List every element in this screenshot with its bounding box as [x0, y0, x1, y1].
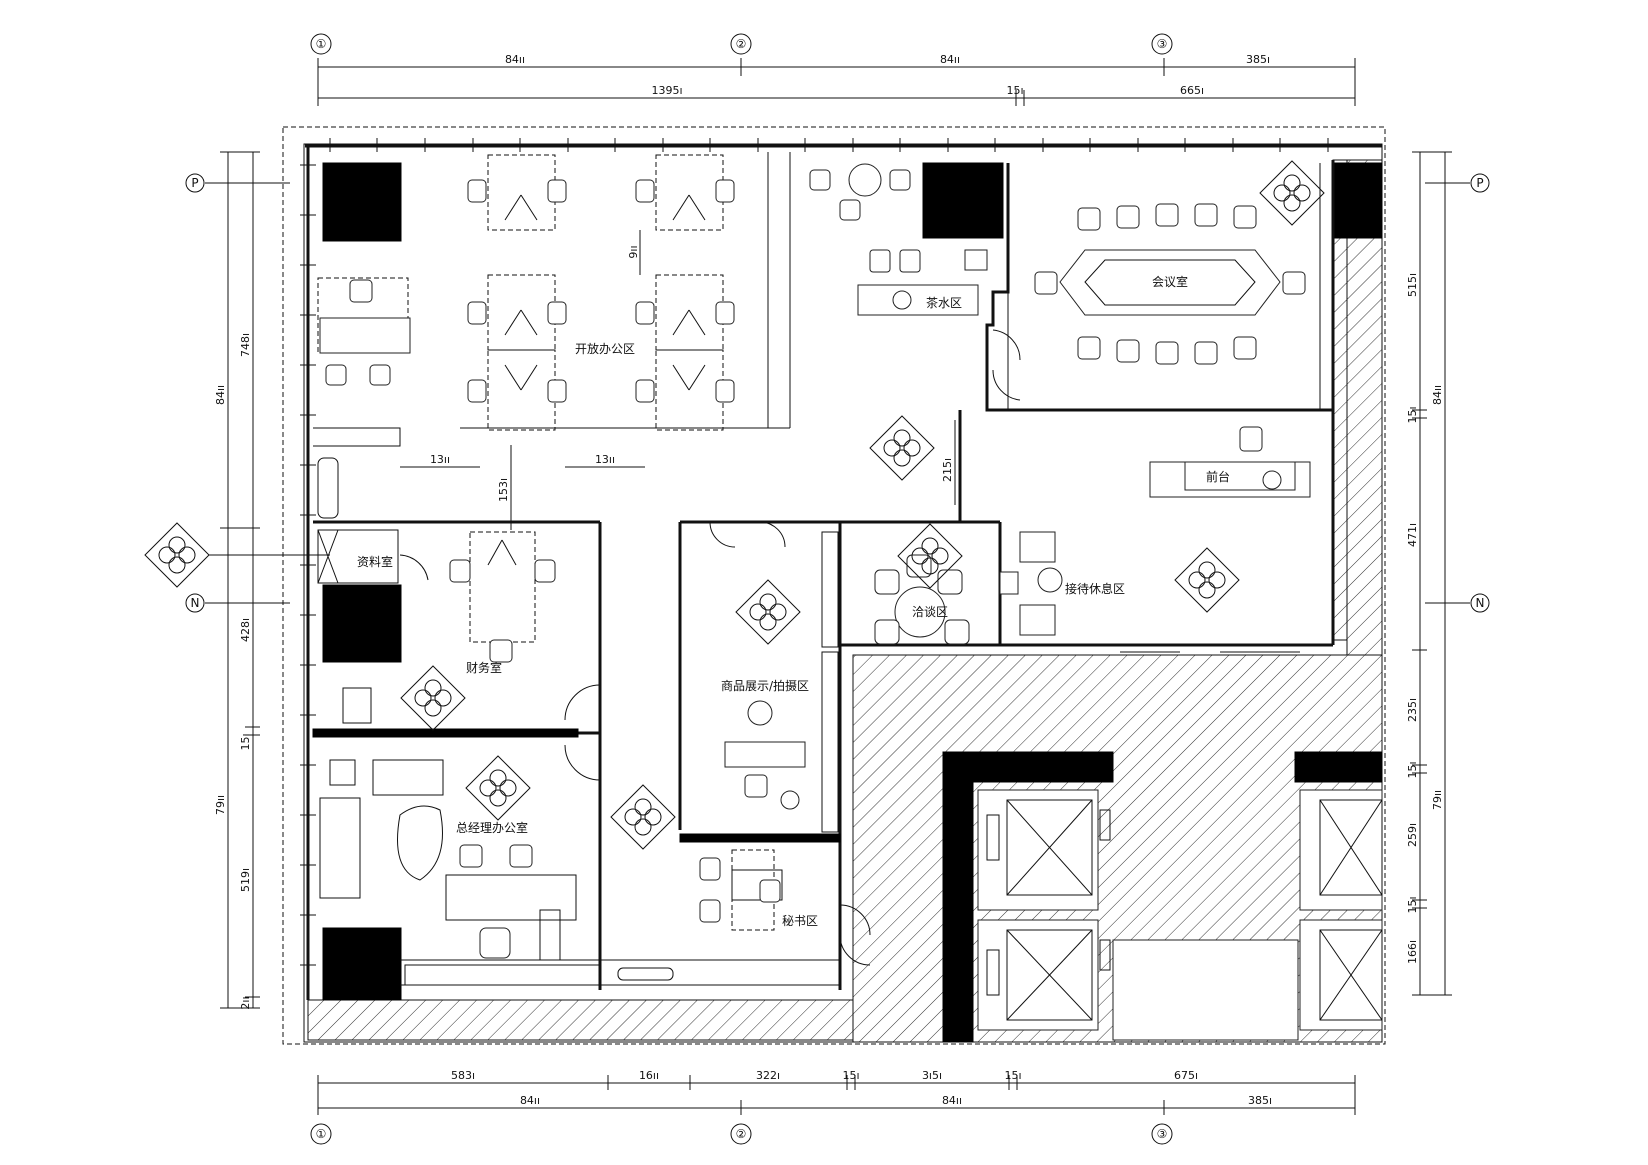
dim-bottom2-c: 385ı — [1248, 1094, 1272, 1107]
grid-row-p-left: P — [191, 176, 198, 190]
dim-internal-c: 9ıı — [627, 245, 640, 258]
dim-internal-a: 13ıı — [430, 453, 450, 466]
label-meeting: 会议室 — [1152, 274, 1188, 289]
grid-col-3-bottom: ③ — [1157, 1127, 1168, 1141]
dim-bottom2-a: 84ıı — [520, 1094, 540, 1107]
grid-bubbles-top: ① ② ③ — [310, 33, 1173, 55]
dim-bottom1-c: 322ı — [756, 1069, 780, 1082]
right-dimensions: 515ı 15ı 471ı 235ı 15ı 259ı 15ı 166ı 84ı… — [1406, 151, 1490, 996]
grid-row-n-left: N — [191, 596, 200, 610]
dim-right-inner-h: 166ı — [1406, 940, 1419, 964]
dim-top2-b: 15ı — [1006, 84, 1023, 97]
dim-bottom1-a: 583ı — [451, 1069, 475, 1082]
label-display: 商品展示/拍摄区 — [721, 678, 809, 693]
dim-top1-a: 84ıı — [505, 53, 525, 66]
dim-right-inner-f: 259ı — [1406, 823, 1419, 847]
dim-right-inner-a: 515ı — [1406, 273, 1419, 297]
label-finance: 财务室 — [466, 660, 502, 675]
label-open-office: 开放办公区 — [575, 341, 635, 356]
grid-col-2-top: ② — [736, 37, 747, 51]
open-office-furniture: 13ıı 13ıı 9ıı 153ı 215ı — [317, 154, 956, 530]
dim-bottom1-f: 15ı — [1004, 1069, 1021, 1082]
dim-top1-c: 385ı — [1246, 53, 1270, 66]
dim-bottom2-b: 84ıı — [942, 1094, 962, 1107]
dim-bottom1-g: 675ı — [1174, 1069, 1198, 1082]
dim-right-inner-c: 471ı — [1406, 523, 1419, 547]
dim-bottom1-e: 3ı5ı — [922, 1069, 942, 1082]
dim-right-outer-b: 79ıı — [1431, 790, 1444, 810]
dim-bottom1-d: 15ı — [842, 1069, 859, 1082]
elevator-core — [942, 751, 1383, 1043]
dim-internal-b: 13ıı — [595, 453, 615, 466]
dim-top2-c: 665ı — [1180, 84, 1204, 97]
label-archive: 资料室 — [357, 554, 393, 569]
grid-col-1-bottom: ① — [316, 1127, 327, 1141]
dim-left-outer-a: 84ıı — [214, 385, 227, 405]
pantry-meeting-furniture — [809, 163, 1306, 365]
dim-left-inner-a: 748ı — [239, 333, 252, 357]
columns — [322, 162, 1383, 1001]
dim-right-inner-e: 15ı — [1406, 761, 1419, 778]
dim-left-outer-b: 79ıı — [214, 795, 227, 815]
room-labels: 开放办公区 茶水区 会议室 前台 接待休息区 洽谈区 资料室 财务室 总经理办公… — [357, 274, 1230, 928]
left-rooms-furniture — [317, 529, 601, 986]
dim-internal-d: 153ı — [497, 478, 510, 502]
dim-top1-b: 84ıı — [940, 53, 960, 66]
grid-bubbles-bottom: ① ② ③ — [310, 1123, 1173, 1145]
dim-bottom1-b: 16ıı — [639, 1069, 659, 1082]
doors — [399, 329, 1300, 966]
bottom-dimensions: 583ı 16ıı 322ı 15ı 3ı5ı 15ı 675ı 84ıı 84… — [317, 1069, 1356, 1115]
top-dimensions: 84ıı 84ıı 385ı 1395ı 15ı 665ı — [317, 53, 1356, 106]
grid-row-n-right: N — [1476, 596, 1485, 610]
label-negotiation: 洽谈区 — [912, 605, 948, 619]
dim-right-inner-b: 15ı — [1406, 406, 1419, 423]
dim-top2-a: 1395ı — [651, 84, 682, 97]
display-secretary-furniture — [617, 531, 839, 981]
label-water-bar: 茶水区 — [926, 295, 962, 310]
dim-left-inner-d: 519ı — [239, 868, 252, 892]
label-gm-office: 总经理办公室 — [456, 820, 528, 835]
label-reception: 前台 — [1206, 469, 1230, 484]
light-fixture-symbols — [144, 160, 1325, 850]
dim-internal-e: 215ı — [941, 458, 954, 482]
dim-right-inner-d: 235ı — [1406, 698, 1419, 722]
reception-furniture — [874, 426, 1311, 645]
grid-col-1-top: ① — [316, 37, 327, 51]
dim-left-inner-e: 2ıı — [239, 996, 252, 1009]
grid-col-2-bottom: ② — [736, 1127, 747, 1141]
grid-row-p-right: P — [1476, 176, 1483, 190]
label-secretary: 秘书区 — [782, 914, 818, 928]
dim-left-inner-c: 15ı — [239, 733, 252, 750]
dim-right-outer-a: 84ıı — [1431, 385, 1444, 405]
dim-right-inner-g: 15ı — [1406, 896, 1419, 913]
dim-left-inner-b: 428ı — [239, 618, 252, 642]
building-outline — [282, 126, 1386, 1045]
left-dimensions: 84ıı 79ıı 748ı 428ı 15ı 519ı 2ıı P N — [185, 151, 290, 1010]
label-lounge: 接待休息区 — [1065, 581, 1125, 596]
grid-col-3-top: ③ — [1157, 37, 1168, 51]
